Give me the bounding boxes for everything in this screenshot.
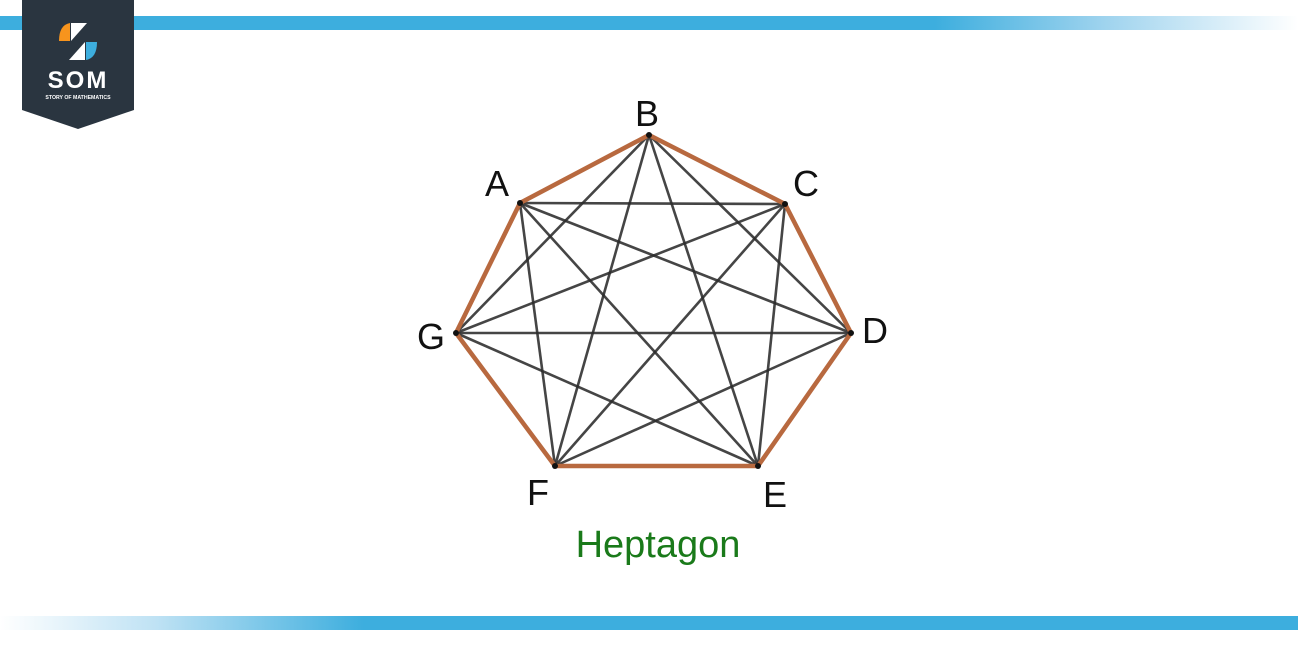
diagonal-bd bbox=[648, 134, 852, 334]
bottom-decorative-bar bbox=[0, 616, 1298, 630]
diagonal-be bbox=[647, 134, 760, 467]
logo-banner-shape bbox=[22, 0, 134, 129]
diagonal-df bbox=[554, 331, 852, 468]
logo-tagline: STORY OF MATHEMATICS bbox=[45, 95, 111, 101]
heptagon-vertices bbox=[453, 132, 854, 469]
diagonal-ad bbox=[519, 201, 852, 335]
vertex-label-c: C bbox=[793, 163, 819, 204]
vertex-label-a: A bbox=[485, 163, 510, 204]
diagonal-cf bbox=[554, 203, 786, 467]
vertex-point-g bbox=[453, 330, 459, 336]
vertex-point-d bbox=[848, 330, 854, 336]
vertex-point-c bbox=[782, 201, 788, 207]
vertex-label-b: B bbox=[635, 93, 660, 134]
vertex-label-e: E bbox=[763, 474, 788, 515]
logo-abbreviation: SOM bbox=[48, 67, 109, 94]
diagonal-af bbox=[518, 202, 557, 467]
diagonal-ae bbox=[519, 202, 759, 467]
vertex-point-b bbox=[646, 132, 652, 138]
logo-s-mark-icon bbox=[59, 23, 97, 60]
diagram-title: Heptagon bbox=[575, 524, 741, 566]
diagonal-bg bbox=[455, 134, 650, 334]
heptagon-edges bbox=[453, 132, 854, 469]
diagonal-ac bbox=[519, 201, 786, 206]
vertex-label-g: G bbox=[417, 316, 446, 357]
vertex-point-a bbox=[517, 200, 523, 206]
vertex-point-e bbox=[755, 463, 761, 469]
diagonal-cg bbox=[455, 202, 786, 335]
diagonal-ce bbox=[756, 203, 787, 467]
vertex-label-f: F bbox=[527, 472, 549, 513]
som-logo: SOM STORY OF MATHEMATICS bbox=[22, 0, 134, 129]
vertex-point-f bbox=[552, 463, 558, 469]
top-decorative-bar bbox=[0, 16, 1298, 30]
heptagon-diagonals bbox=[455, 134, 852, 468]
diagonal-eg bbox=[455, 331, 759, 468]
diagonal-bf bbox=[553, 134, 651, 467]
vertex-label-d: D bbox=[862, 310, 888, 351]
heptagon-outline bbox=[453, 132, 854, 469]
